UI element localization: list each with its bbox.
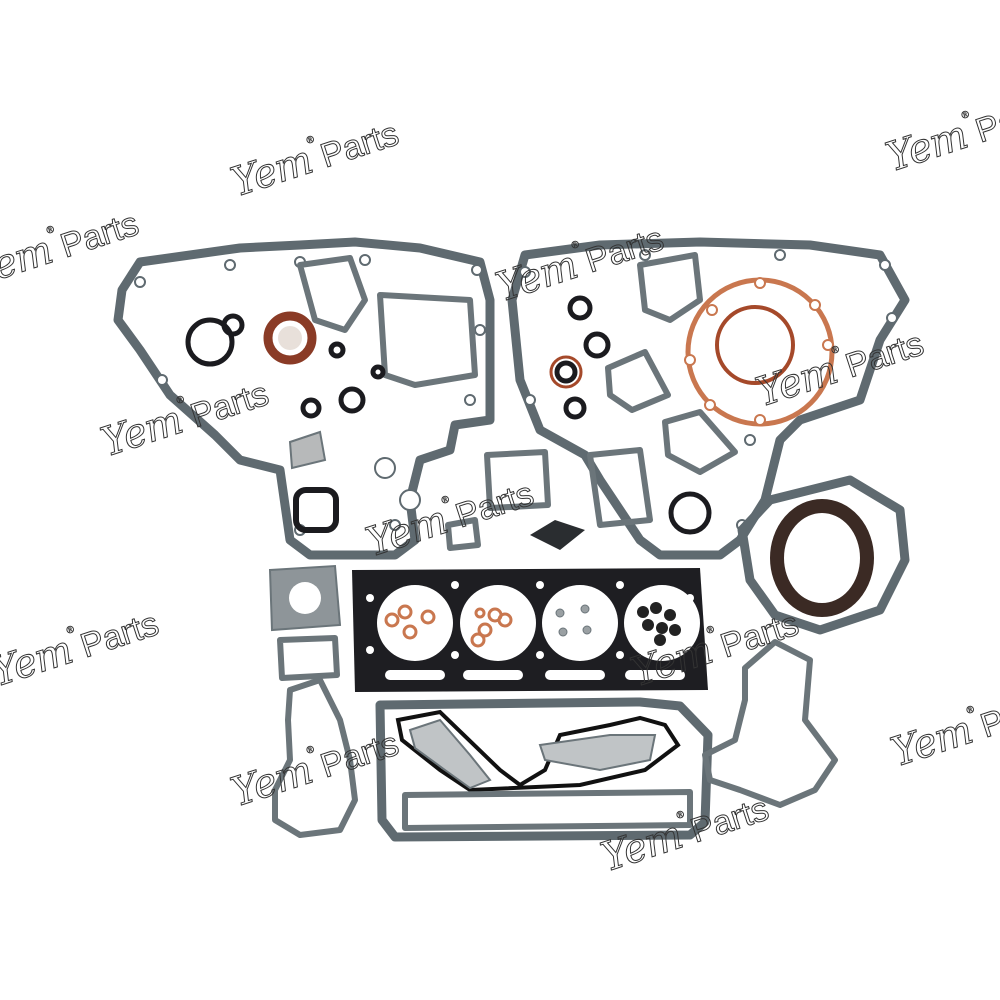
small-rect-gasket <box>277 635 340 681</box>
timing-cover-left-gasket <box>113 237 495 560</box>
small-plate-gasket <box>288 430 327 470</box>
o-ring <box>338 386 366 414</box>
copper-o-ring <box>715 305 795 385</box>
seal-center <box>278 326 302 350</box>
rubber-plate-gasket <box>530 520 585 550</box>
o-ring <box>563 396 587 420</box>
small-gasket <box>445 517 481 551</box>
oil-seal <box>668 491 712 535</box>
flange-hole <box>289 582 321 614</box>
front-oil-seal <box>263 311 317 365</box>
registered-mark: ® <box>305 134 316 147</box>
o-ring <box>328 341 346 359</box>
registered-mark: ® <box>675 809 686 822</box>
o-ring <box>554 360 578 384</box>
registered-mark: ® <box>965 704 976 717</box>
registered-mark: ® <box>65 624 76 637</box>
valve-stem-seals <box>637 602 681 646</box>
registered-mark: ® <box>570 239 581 252</box>
oil-pan-gasket <box>375 697 713 842</box>
valve-guide-seals <box>555 604 592 637</box>
o-ring <box>583 331 611 359</box>
o-ring <box>567 295 593 321</box>
rubber-gasket <box>293 487 339 533</box>
registered-mark: ® <box>830 344 841 357</box>
registered-mark: ® <box>305 744 316 757</box>
copper-washers <box>384 604 513 648</box>
copper-o-ring <box>549 355 583 389</box>
water-pump-gasket-right <box>702 639 838 808</box>
registered-mark: ® <box>440 494 451 507</box>
cylinder-head-gasket <box>352 568 708 692</box>
small-square-gasket <box>484 449 551 511</box>
registered-mark: ® <box>45 224 56 237</box>
o-ring <box>300 397 322 419</box>
water-pump-gasket-left <box>272 677 358 838</box>
o-ring <box>185 317 235 367</box>
o-ring <box>221 313 245 337</box>
registered-mark: ® <box>960 109 971 122</box>
rear-seal-housing-gasket <box>737 475 910 635</box>
registered-mark: ® <box>705 624 716 637</box>
registered-mark: ® <box>175 394 186 407</box>
o-ring <box>370 364 386 380</box>
